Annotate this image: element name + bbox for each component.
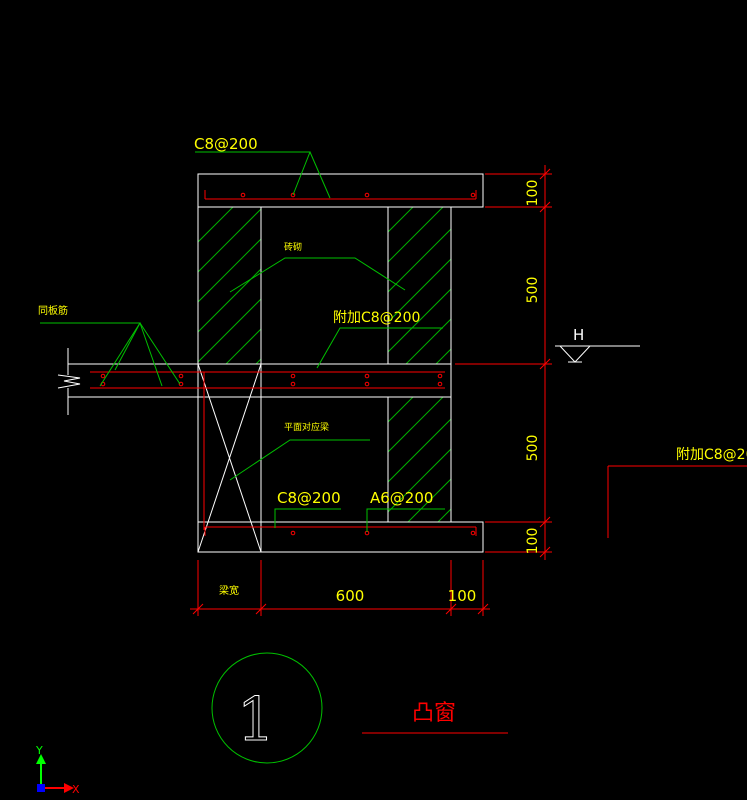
ucs-icon (36, 754, 74, 793)
upper-element-label: 砖砌 (284, 241, 302, 253)
detail-circle (211, 652, 323, 764)
lower-element-label: 平面对应梁 (284, 421, 329, 433)
rebars (90, 190, 747, 538)
detail-number: 1 (237, 685, 275, 755)
bottom-rebar-label: C8@200 (277, 489, 341, 507)
text-labels: C8@200 砖砌 同板筋 附加C8@200 平面对应梁 C8@200 A6@2… (35, 135, 747, 796)
level-mark-label: H (573, 326, 584, 344)
dim-bottom-left: 梁宽 (219, 584, 239, 597)
dimension-lines (190, 165, 552, 616)
dim-right-top: 100 (525, 180, 541, 207)
hatch-right-wall-lower (388, 397, 451, 522)
dim-right-bottom: 100 (525, 528, 541, 555)
dim-right-upper: 500 (525, 277, 541, 304)
right-rebar-label: 附加C8@200 (676, 447, 747, 463)
leader-lines (40, 151, 445, 532)
structure-outline (57, 173, 484, 553)
dim-bottom-right: 100 (448, 587, 477, 605)
dim-right-lower: 500 (525, 435, 541, 462)
hatch-right-wall-upper (388, 207, 451, 364)
level-mark (555, 345, 640, 363)
ucs-x-label: X (72, 783, 80, 796)
left-callout-label: 同板筋 (38, 304, 68, 317)
mid-rebar-label: 附加C8@200 (333, 310, 420, 326)
detail-title: 凸窗 (412, 701, 456, 726)
ucs-y-label: Y (35, 744, 43, 757)
dim-bottom-mid: 600 (336, 587, 365, 605)
bottom-stirrup-label: A6@200 (370, 489, 433, 507)
hatch-left-wall (198, 207, 261, 364)
top-rebar-label: C8@200 (194, 135, 258, 153)
